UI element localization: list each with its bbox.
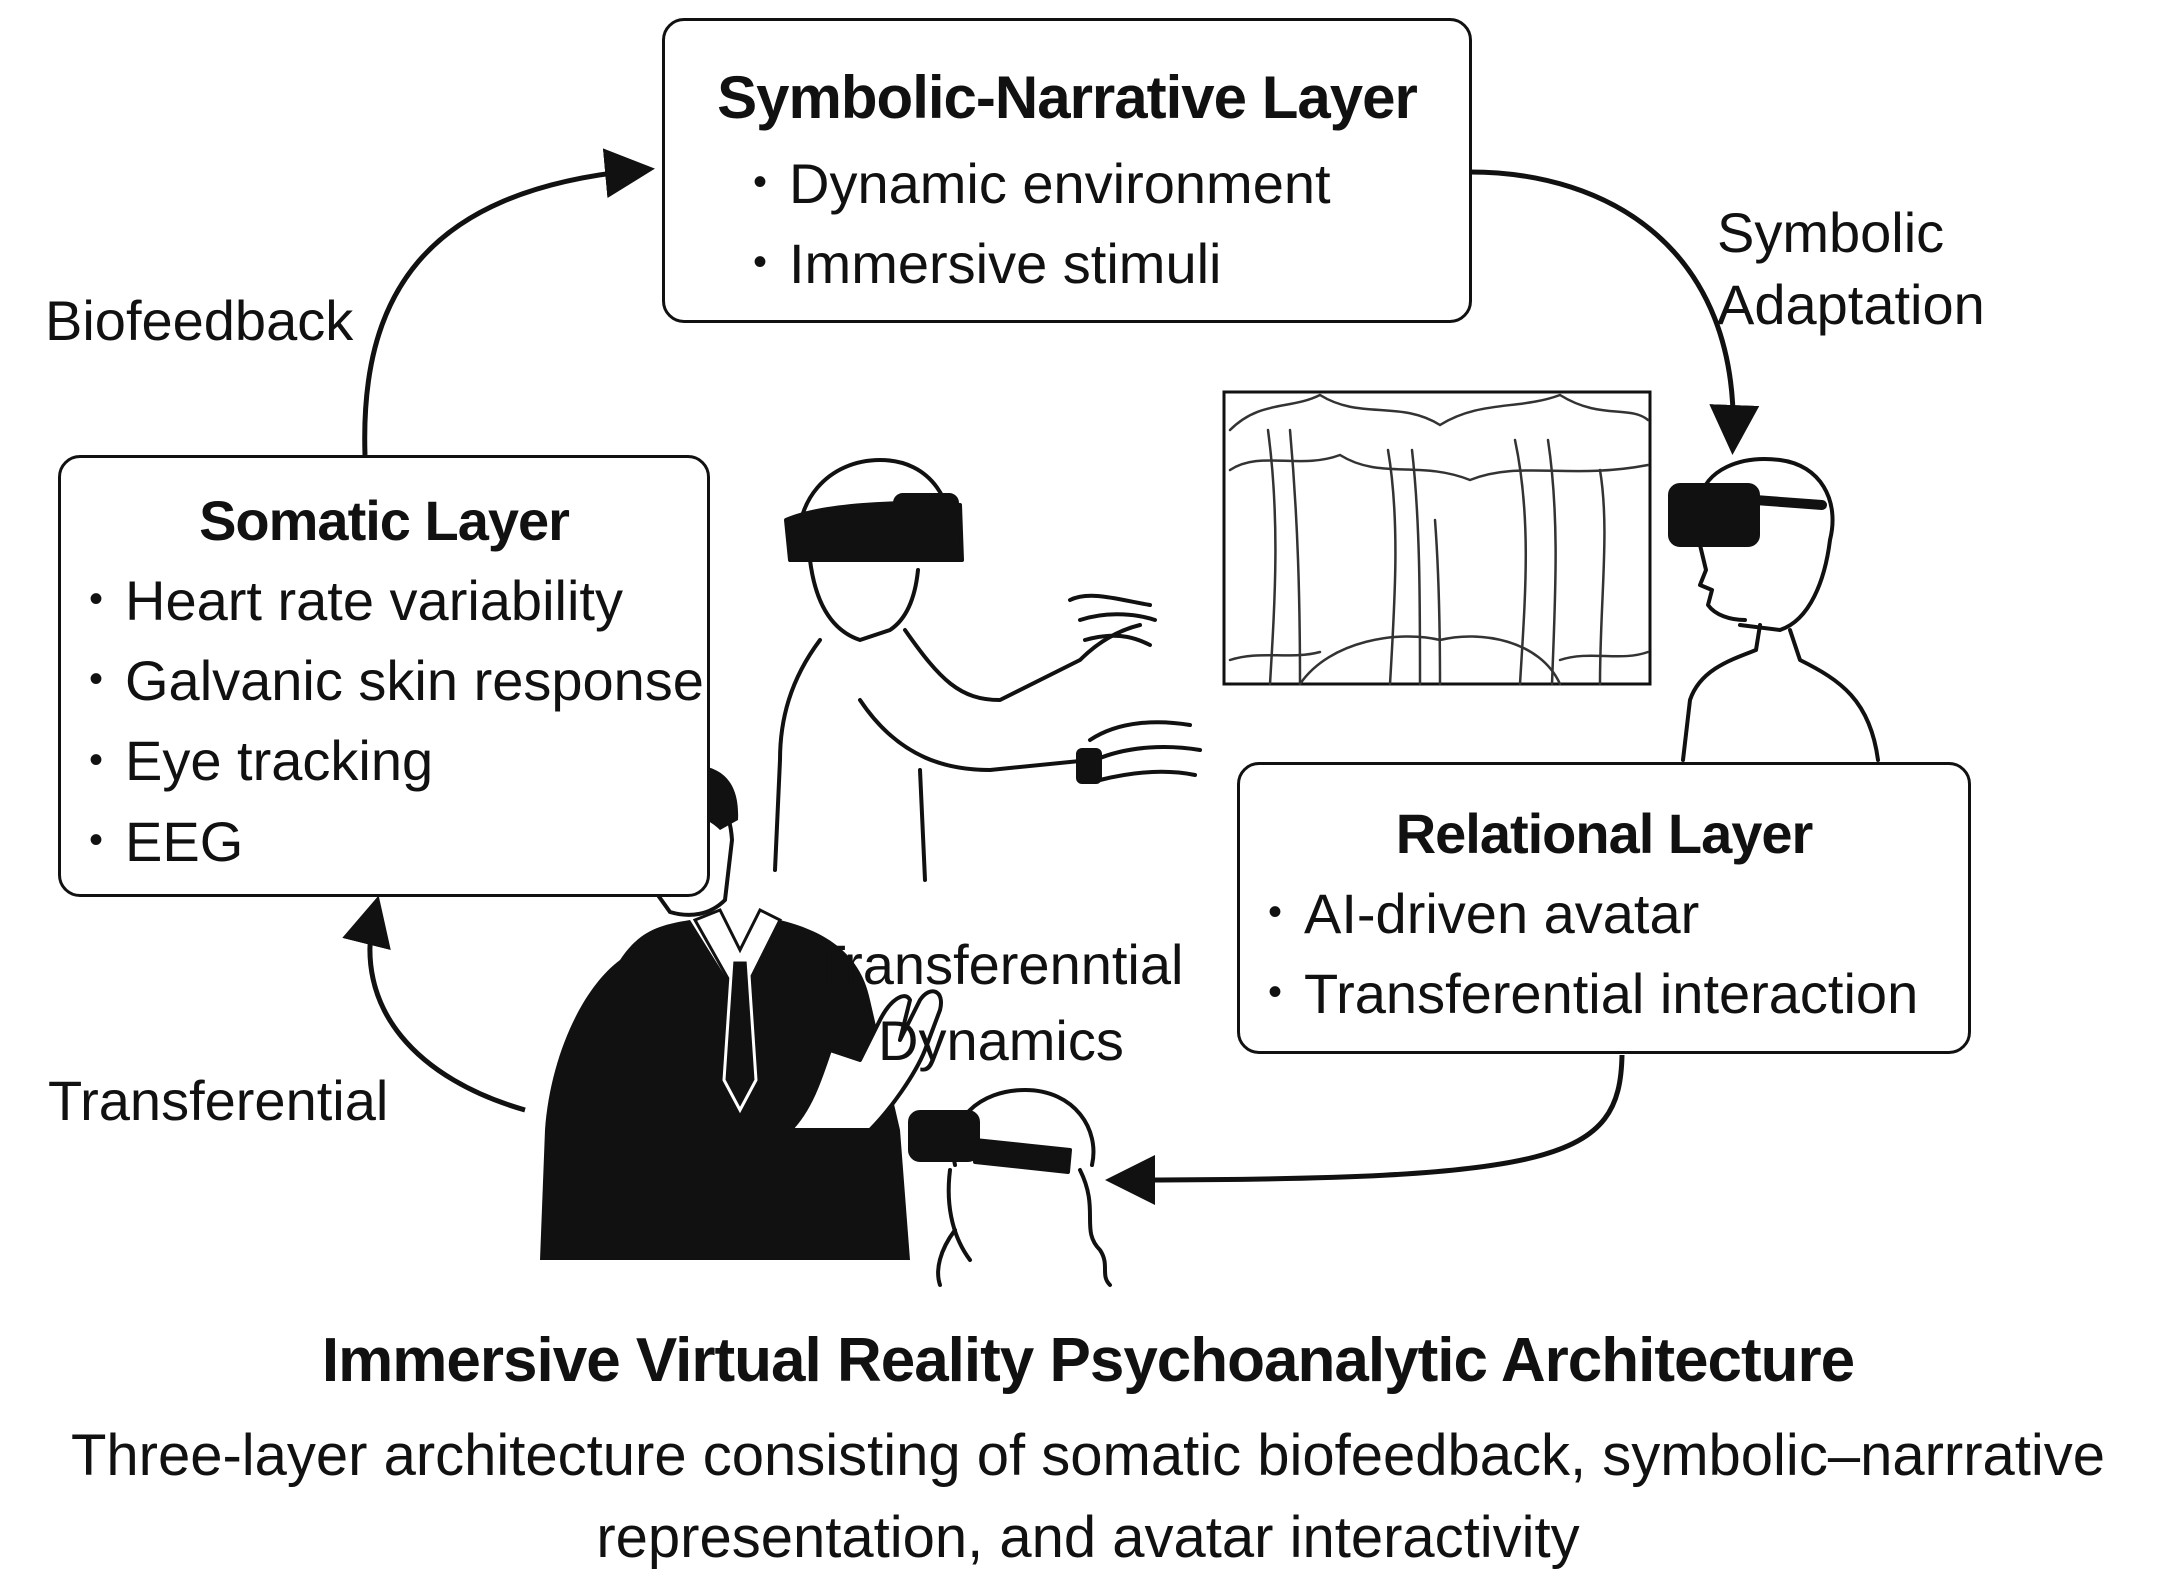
transferential-arrow	[342, 895, 526, 1113]
vr-user-profile-illustration	[1668, 457, 1880, 762]
transferential-dynamics-arrow	[1105, 1054, 1625, 1205]
transferential-label: Transferential	[48, 1069, 389, 1132]
list-item: •Galvanic skin response	[89, 649, 704, 713]
list-item: •Eye tracking	[89, 729, 434, 793]
symbolic-adaptation-arrow	[1469, 169, 1760, 455]
vr-patient-illustration	[908, 1088, 1112, 1287]
vr-user-reaching-illustration	[773, 458, 1202, 882]
list-item: •Immersive stimuli	[753, 232, 1222, 296]
biofeedback-label: Biofeedback	[45, 289, 354, 352]
list-item: •AI-driven avatar	[1268, 882, 1700, 945]
figure-caption: Three-layer architecture consisting of s…	[0, 1415, 2176, 1579]
list-item: •Dynamic environment	[753, 152, 1331, 215]
symbolic-narrative-layer-title: Symbolic-Narrative Layer	[717, 64, 1418, 131]
list-item: •EEG	[89, 809, 244, 873]
list-item: •Transferential interaction	[1268, 962, 1919, 1026]
relational-layer-title: Relational Layer	[1395, 802, 1814, 865]
symbolic-adaptation-label-line2: Adaptation	[1717, 273, 1985, 336]
symbolic-narrative-layer-box: Symbolic-Narrative Layer •Dynamic enviro…	[662, 18, 1472, 323]
caption-line-1: Three-layer architecture consisting of s…	[70, 1423, 2106, 1488]
caption-line-2: representation, and avatar interactivity	[596, 1505, 1580, 1570]
transferential-dynamics-label-line1: Transferenntial	[812, 933, 1184, 996]
forest-scene-illustration	[1222, 390, 1652, 686]
somatic-layer-box: Somatic Layer •Heart rate variability •G…	[58, 455, 710, 897]
relational-layer-box: Relational Layer •AI-driven avatar •Tran…	[1237, 762, 1971, 1054]
transferential-dynamics-label-line2: Dynamics	[878, 1009, 1124, 1072]
figure-title: Immersive Virtual Reality Psychoanalytic…	[321, 1326, 1855, 1395]
list-item: •Heart rate variability	[89, 569, 623, 632]
biofeedback-arrow	[362, 148, 655, 456]
symbolic-adaptation-label-line1: Symbolic	[1717, 201, 1945, 264]
somatic-layer-title: Somatic Layer	[199, 489, 570, 552]
